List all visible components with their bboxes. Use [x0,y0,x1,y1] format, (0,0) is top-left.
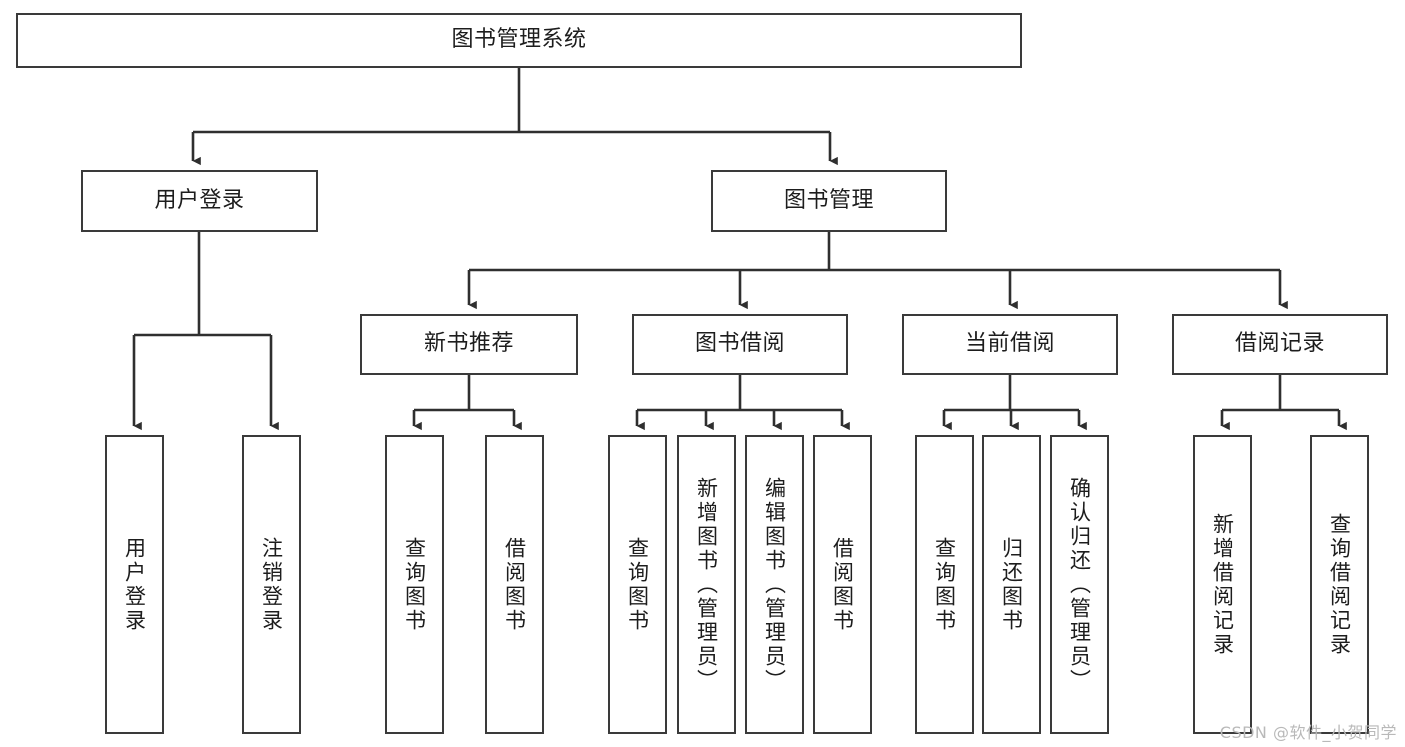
node-label: 查询图书 [625,536,650,633]
node-root-book-management-system[interactable]: 图书管理系统 [16,13,1022,68]
node-label: 归还图书 [999,536,1024,633]
leaf-borrow-book-under-new-book-recommendation[interactable]: 借阅图书 [485,435,544,734]
node-label: 图书借阅 [694,331,785,357]
node-label: 编辑图书（管理员） [762,476,787,693]
node-label: 当前借阅 [964,331,1055,357]
node-borrowing-records[interactable]: 借阅记录 [1172,314,1388,375]
node-user-login[interactable]: 用户登录 [81,170,318,232]
node-label: 用户登录 [154,187,245,213]
node-label: 新增借阅记录 [1210,512,1235,657]
node-label: 借阅图书 [502,536,527,633]
node-book-management[interactable]: 图书管理 [711,170,947,232]
node-label: 确认归还（管理员） [1067,476,1092,693]
node-label: 新增图书（管理员） [694,476,719,693]
node-label: 注销登录 [259,536,284,633]
leaf-query-book-under-current-borrowing[interactable]: 查询图书 [915,435,974,734]
leaf-logout-login[interactable]: 注销登录 [242,435,301,734]
node-book-borrowing[interactable]: 图书借阅 [632,314,848,375]
node-label: 查询图书 [932,536,957,633]
leaf-return-book[interactable]: 归还图书 [982,435,1041,734]
leaf-confirm-return-admin[interactable]: 确认归还（管理员） [1050,435,1109,734]
node-label: 借阅记录 [1234,331,1325,357]
node-label: 借阅图书 [830,536,855,633]
leaf-add-book-admin[interactable]: 新增图书（管理员） [677,435,736,734]
leaf-query-book-under-new-book-recommendation[interactable]: 查询图书 [385,435,444,734]
leaf-query-book-under-book-borrowing[interactable]: 查询图书 [608,435,667,734]
node-new-book-recommendation[interactable]: 新书推荐 [360,314,578,375]
node-label: 查询借阅记录 [1327,512,1352,657]
node-current-borrowing[interactable]: 当前借阅 [902,314,1118,375]
node-label: 新书推荐 [423,331,514,357]
leaf-add-borrowing-record[interactable]: 新增借阅记录 [1193,435,1252,734]
node-label: 图书管理系统 [451,27,587,53]
leaf-query-borrowing-record[interactable]: 查询借阅记录 [1310,435,1369,734]
node-label: 图书管理 [783,187,874,213]
leaf-edit-book-admin[interactable]: 编辑图书（管理员） [745,435,804,734]
leaf-borrow-book-under-book-borrowing[interactable]: 借阅图书 [813,435,872,734]
node-label: 用户登录 [122,536,147,633]
node-label: 查询图书 [402,536,427,633]
csdn-watermark: CSDN @软件_小贺同学 [1219,723,1397,742]
leaf-user-login[interactable]: 用户登录 [105,435,164,734]
